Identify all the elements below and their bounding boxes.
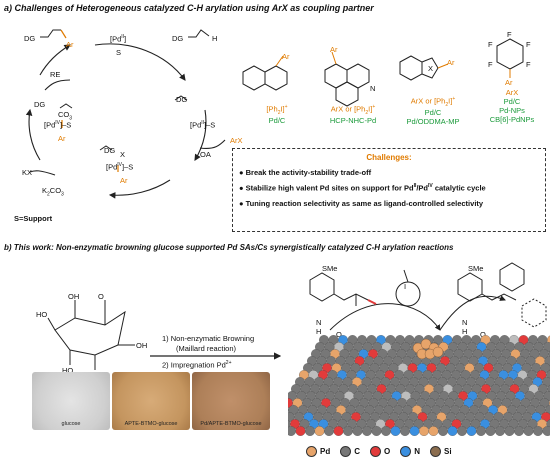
challenge-item-1: ● Break the activity-stability trade-off	[239, 168, 372, 177]
surface-atom	[457, 426, 467, 436]
surface-atom	[542, 426, 550, 436]
challenges-title: Challenges:	[366, 153, 412, 162]
benzofuran-structure	[399, 55, 449, 81]
surface-atom	[547, 384, 550, 394]
surface-atom	[438, 426, 448, 436]
legend-item-si: Si	[430, 446, 452, 457]
catalyst-1: ArX or [Ph2I]+ HCP-NHC-Pd	[329, 104, 377, 125]
legend-item-o: O	[370, 446, 390, 457]
photo-apte	[112, 372, 190, 430]
surface-atom	[409, 426, 420, 436]
catalyst-2: ArX or [Ph2I]+ Pd/C Pd/ODDMA-MP	[406, 96, 460, 126]
surface-atom	[343, 426, 353, 436]
surface-atom	[333, 426, 344, 436]
surface-atom	[447, 426, 458, 436]
surface-atom	[549, 400, 550, 406]
cycle-dg-r2: DG	[176, 95, 188, 104]
surface-atom	[476, 426, 486, 436]
cycle-ar-bottom: Ar	[120, 176, 128, 185]
element-legend: Pd C O N Si	[306, 446, 452, 457]
challenge-item-2: ● Stabilize high valent Pd sites on supp…	[239, 183, 486, 193]
cycle-re-label: RE	[50, 70, 61, 79]
challenge-item-3: ● Tuning reaction selectivity as same as…	[239, 198, 484, 208]
legend-item-n: N	[400, 446, 420, 457]
legend-swatch	[340, 446, 352, 457]
section-a-title: a) Challenges of Heterogeneous catalyzed…	[4, 3, 374, 13]
cycle-dg-left: DG	[24, 34, 36, 43]
cycle-h: H	[212, 34, 218, 43]
naphthalene-structure	[242, 55, 288, 91]
cycle-s-top: S	[116, 48, 122, 57]
legend-swatch	[370, 446, 382, 457]
surface-atom	[288, 426, 296, 436]
surface-atom	[400, 426, 410, 436]
legend-label: N	[414, 447, 421, 456]
catalyst-0: [Ph2I]+ Pd/C	[266, 104, 288, 125]
substrate-bonds	[40, 29, 210, 151]
cycle-x: X	[120, 150, 126, 159]
section-b-title: b) This work: Non-enzymatic browning glu…	[4, 243, 454, 252]
legend-item-c: C	[340, 446, 360, 457]
legend-label: Si	[444, 447, 452, 456]
cycle-oa-label: OA	[200, 150, 211, 159]
cycle-ar-left: Ar	[66, 40, 74, 49]
glucose-structure	[47, 300, 135, 370]
surface-atom	[371, 426, 382, 436]
catalytic-cycle-arrows	[25, 43, 226, 199]
photo-caption-glucose: glucose	[61, 421, 81, 427]
surface-atom	[428, 426, 439, 436]
surface-atom	[495, 426, 505, 436]
catalyst-3: ArX Pd/C Pd-NPs CB[6]-PdNPs	[489, 88, 535, 124]
substrate-molecules	[309, 262, 547, 328]
legend-item-pd: Pd	[306, 446, 330, 457]
pd-cluster-atom	[432, 346, 444, 358]
cycle-arx: ArX	[230, 136, 243, 145]
surface-atom	[305, 426, 315, 436]
surface-atom	[390, 426, 401, 436]
support-label: S=Support	[14, 214, 53, 223]
step1-label: 1) Non-enzymatic Browning	[162, 334, 255, 343]
surface-atom	[381, 426, 391, 436]
photo-glucose	[32, 372, 110, 430]
surface-atom	[419, 426, 429, 436]
legend-label: Pd	[320, 447, 331, 456]
surface-atom	[523, 426, 534, 436]
photo-caption-apte: APTE-BTMO-glucose	[124, 421, 178, 427]
cycle-ar-l2: Ar	[58, 134, 66, 143]
surface-atom	[362, 426, 372, 436]
photo-caption-pd-apte: Pd/APTE-BTMO-glucose	[200, 421, 262, 427]
challenges-box: Challenges: ● Break the activity-stabili…	[232, 148, 546, 232]
legend-swatch	[306, 446, 317, 457]
step2-label: 2) Impregnation Pd	[162, 360, 226, 370]
surface-atom	[485, 426, 496, 436]
surface-atom	[533, 426, 543, 436]
cycle-dg-l2: DG	[34, 100, 46, 109]
cycle-dg-right: DG	[172, 34, 184, 43]
cycle-kx: KX	[22, 168, 33, 177]
legend-swatch	[430, 446, 442, 457]
support-surface	[288, 330, 550, 442]
cycle-dg-bottom: DG	[104, 146, 116, 155]
surface-atom	[324, 426, 334, 436]
step1b-label: (Maillard reaction)	[176, 344, 237, 353]
photo-pd-apte	[192, 372, 270, 430]
surface-atom	[466, 426, 477, 436]
surface-atom	[352, 426, 363, 436]
cycle-pd2-top: [Pd	[110, 34, 122, 44]
support-surface-spheres	[288, 335, 550, 436]
surface-atom	[504, 426, 515, 436]
surface-atom	[548, 350, 550, 358]
surface-atom	[514, 426, 524, 436]
surface-atom	[314, 426, 325, 436]
legend-swatch	[400, 446, 412, 457]
legend-label: C	[354, 447, 361, 456]
benzoquinoline-structure	[324, 51, 370, 107]
legend-label: O	[384, 447, 391, 456]
pentafluorobenzene-structure	[496, 38, 524, 78]
surface-atom	[295, 426, 306, 436]
